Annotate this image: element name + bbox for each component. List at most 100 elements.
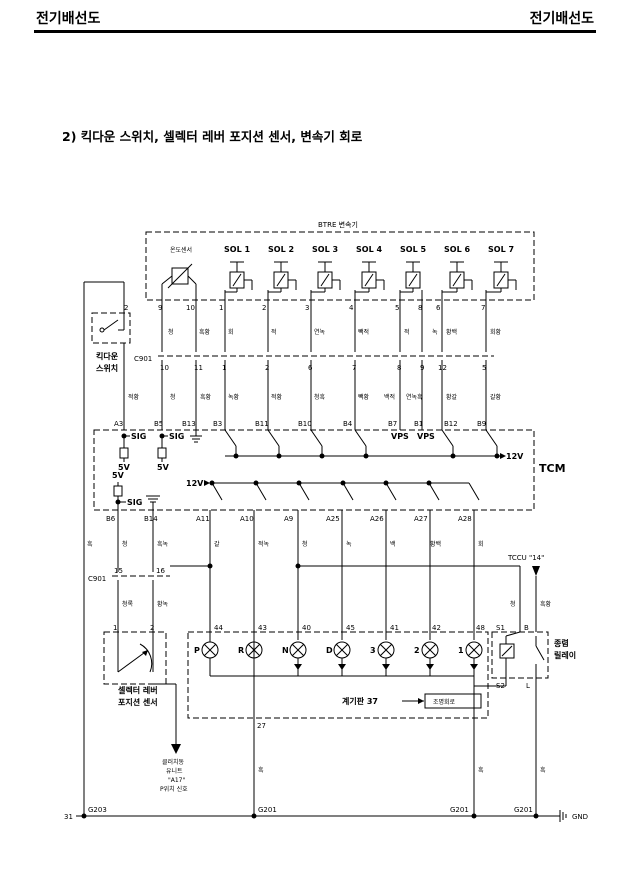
tcm-pin: B10	[298, 420, 312, 428]
tcm-pin: B11	[255, 420, 269, 428]
wire-color: 적황	[128, 393, 140, 401]
solenoid-2: SOL 2	[268, 245, 297, 290]
selector-label: 포지션 센서	[118, 697, 158, 707]
volt-12v: 12V	[506, 452, 524, 461]
ground-label: G201	[514, 806, 533, 814]
solenoid-3: SOL 3	[312, 245, 341, 290]
svg-text:R: R	[238, 646, 244, 655]
solenoid-5: SOL 5	[400, 245, 426, 289]
transmission-box	[145, 231, 535, 301]
svg-text:SOL 5: SOL 5	[400, 245, 426, 254]
wire-color: 백	[390, 540, 396, 548]
wire-color: 녹	[432, 329, 438, 336]
lamp-d: D	[326, 641, 351, 676]
tcm-pin: A11	[196, 515, 210, 523]
wire-color: 흑녹	[157, 540, 169, 548]
relay-pin: S1	[496, 624, 505, 632]
wire-color: 황백	[430, 540, 441, 548]
wire-color: 흑	[87, 540, 93, 548]
wire-color: 회	[478, 540, 484, 548]
wire-color: 흑황	[540, 600, 552, 608]
wire-color: 백적	[384, 393, 395, 401]
svg-text:D: D	[326, 646, 333, 655]
vps-label: VPS	[417, 432, 435, 441]
svg-text:3: 3	[370, 646, 376, 655]
svg-text:SOL 4: SOL 4	[356, 245, 382, 254]
c901-label: C901	[134, 355, 152, 363]
kickdown-switch-box	[91, 312, 131, 344]
wire-color: 청	[302, 541, 308, 548]
tcm-pin: B5	[154, 420, 163, 428]
cluster-pin: 48	[476, 624, 485, 632]
tcm-pin: A10	[240, 515, 254, 523]
note-line: 클러치동	[162, 758, 185, 766]
wire-color: 흑	[540, 766, 546, 774]
relay-pin: L	[526, 682, 530, 690]
tcm-pin: B1	[414, 420, 423, 428]
cluster-pin: 41	[390, 624, 399, 632]
svg-text:SOL 2: SOL 2	[268, 245, 294, 254]
solenoid-1: SOL 1	[224, 245, 253, 290]
wire-color: 빽황	[358, 393, 370, 401]
trans-pin: 9	[158, 304, 162, 312]
note-line: 유니트	[166, 767, 183, 775]
trans-pin: 10	[186, 304, 195, 312]
wire-color: 연녹	[314, 328, 326, 336]
header-right: 전기배선도	[529, 11, 594, 27]
wire-color: 흑황	[200, 393, 212, 401]
cluster-box	[187, 631, 489, 719]
kickdown-pin: 2	[124, 304, 128, 312]
volt-12v: 12V	[186, 479, 204, 488]
ground-label: G203	[88, 806, 107, 814]
cluster-pin: 42	[432, 624, 441, 632]
wire-color: 황갈	[446, 393, 458, 401]
lamp-2: 2	[414, 641, 439, 676]
lamp-3: 3	[370, 641, 395, 676]
svg-text:1: 1	[458, 646, 464, 655]
wire-color: 녹	[346, 541, 352, 548]
sig-label: SIG	[127, 498, 142, 507]
tcm-pin: A28	[458, 515, 472, 523]
tcm-pin: B7	[388, 420, 397, 428]
tcm-pin: B6	[106, 515, 116, 523]
c901-pin: 5	[482, 364, 486, 372]
selector-sensor-box	[103, 631, 167, 685]
sig-label: SIG	[131, 432, 146, 441]
ground-label: G201	[258, 806, 277, 814]
wire-color: 황백	[446, 328, 457, 336]
svg-text:2: 2	[414, 646, 420, 655]
section-title: 2) 킥다운 스위치, 셀렉터 레버 포지션 센서, 변속기 회로	[62, 129, 363, 144]
c901-lower-label: C901	[88, 575, 106, 583]
kickdown-label: 킥다운	[96, 351, 119, 361]
relay-label: 릴레이	[554, 650, 576, 660]
relay-pin: B	[524, 624, 529, 632]
cluster-ground-pin: 27	[257, 722, 266, 730]
wire-color: 회황	[490, 328, 502, 336]
selector-label: 셀렉터 레버	[118, 685, 158, 695]
trans-pin: 3	[305, 304, 309, 312]
wire-color: 빽적	[358, 328, 369, 336]
relay-label: 종렴	[554, 638, 569, 648]
vps-label: VPS	[391, 432, 409, 441]
wire-color: 녹황	[228, 393, 240, 401]
c901-pin: 2	[265, 364, 269, 372]
trans-pin: 1	[219, 304, 223, 312]
ground-label: G201	[450, 806, 469, 814]
wire-color: 회	[228, 328, 234, 336]
wire-color: 흑	[478, 766, 484, 774]
svg-text:SOL 7: SOL 7	[488, 245, 514, 254]
trans-pin: 4	[349, 304, 354, 312]
wire-color: 적	[404, 329, 410, 336]
wire-color: 갈	[214, 540, 220, 548]
wire-color: 청록	[122, 601, 134, 608]
wire-color: 청	[168, 329, 174, 336]
ground-pin: 31	[64, 813, 73, 821]
wire-color: 청흑	[314, 393, 326, 401]
svg-text:N: N	[282, 646, 289, 655]
c901-pin: 8	[397, 364, 401, 372]
tcm-pin: B4	[343, 420, 353, 428]
wire-color: 갈황	[490, 393, 502, 401]
cluster-pin: 45	[346, 624, 355, 632]
kickdown-label: 스위치	[96, 363, 118, 373]
